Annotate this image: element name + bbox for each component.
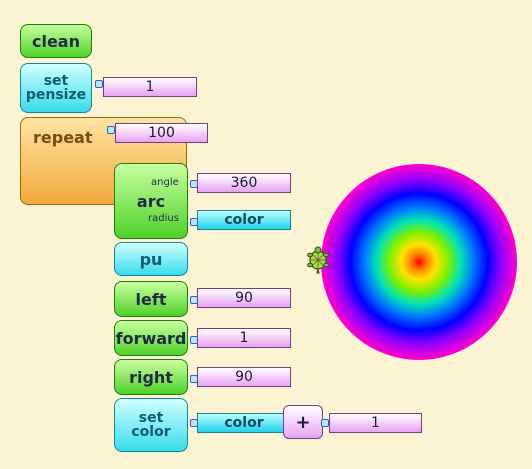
color-field[interactable]: color — [197, 413, 291, 433]
arc-block[interactable]: arc angle radius — [114, 163, 188, 239]
repeat-connector — [107, 126, 115, 134]
pu-label: pu — [139, 249, 163, 269]
pu-block[interactable]: pu — [114, 242, 188, 276]
repeat-label: repeat — [33, 128, 93, 147]
set-pensize-label: set pensize — [25, 73, 87, 103]
forward-label: forward — [115, 328, 187, 348]
right-block[interactable]: right — [114, 359, 188, 395]
clean-label: clean — [31, 31, 80, 51]
rainbow-circle — [321, 164, 517, 360]
set-pensize-block[interactable]: set pensize — [20, 63, 92, 113]
right-value[interactable]: 90 — [197, 367, 291, 387]
left-value[interactable]: 90 — [197, 288, 291, 308]
plus-connector — [321, 419, 329, 427]
arc-angle-label: angle — [151, 177, 179, 188]
plus-operator[interactable]: + — [283, 405, 323, 439]
pensize-value[interactable]: 1 — [103, 77, 197, 97]
repeat-value[interactable]: 100 — [115, 123, 208, 143]
set-color-block[interactable]: set color — [114, 398, 188, 452]
set-color-label: set color — [131, 410, 171, 440]
turtle-icon[interactable] — [303, 245, 333, 275]
clean-block[interactable]: clean — [20, 24, 92, 58]
arc-radius-label: radius — [148, 213, 179, 224]
right-label: right — [129, 367, 173, 387]
left-label: left — [135, 289, 167, 309]
plus-value[interactable]: 1 — [329, 413, 422, 433]
arc-angle-value[interactable]: 360 — [197, 173, 291, 193]
left-block[interactable]: left — [114, 281, 188, 317]
arc-label: arc — [136, 191, 166, 211]
forward-value[interactable]: 1 — [197, 328, 291, 348]
arc-radius-value[interactable]: color — [197, 210, 291, 230]
pensize-connector — [95, 80, 103, 88]
forward-block[interactable]: forward — [114, 320, 188, 356]
